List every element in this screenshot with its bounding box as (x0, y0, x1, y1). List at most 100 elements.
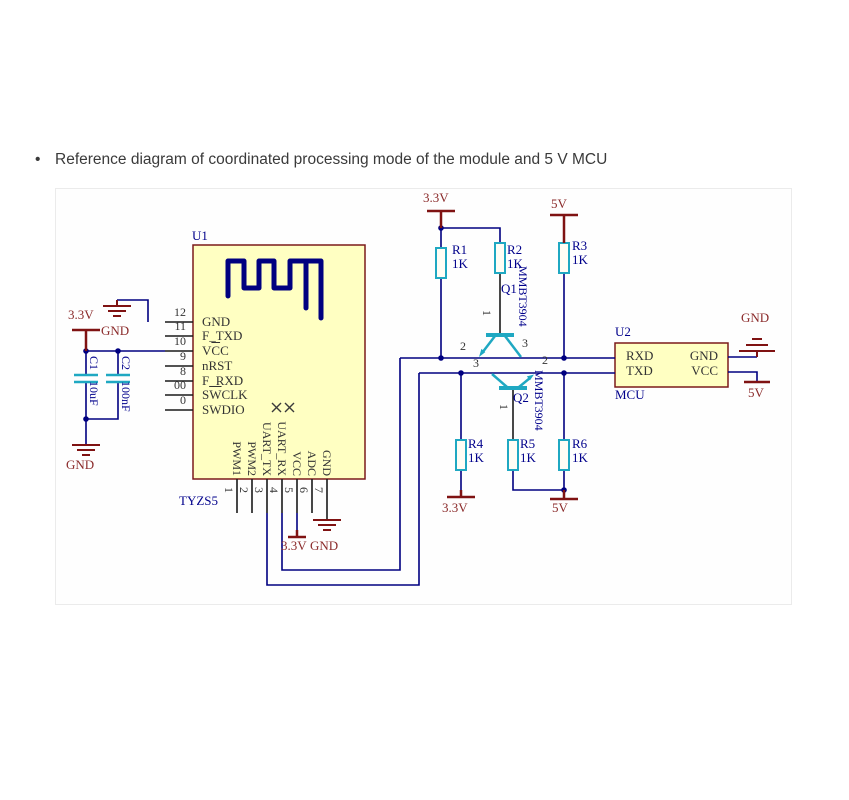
r6-value: 1K (572, 450, 588, 465)
u1-pin-name-swclk: SWCLK (202, 387, 248, 402)
r3-value: 1K (572, 252, 588, 267)
u1-pin-name-uartrx: UART_RX (275, 421, 289, 476)
u1-pin-name-frxd: F_RXD (202, 373, 244, 388)
r4-ref: R4 (468, 436, 484, 451)
q2-ref: Q2 (513, 390, 529, 405)
r5-value: 1K (520, 450, 536, 465)
capacitor-symbols (74, 373, 130, 384)
net-label-3v3-left: 3.3V (68, 307, 94, 322)
r2-ref: R2 (507, 242, 523, 257)
u1-pin-num: 10 (174, 334, 186, 348)
resistor-r3-symbol (558, 242, 570, 274)
wires (85, 227, 758, 586)
u1-part-name: TYZS5 (179, 493, 218, 508)
transistor-q1-symbol (479, 333, 522, 358)
caption-text: Reference diagram of coordinated process… (55, 151, 608, 168)
power-bar-3v3-left (72, 328, 100, 351)
bullet-marker: • (35, 151, 41, 168)
u1-body (192, 244, 366, 480)
r6-ref: R6 (572, 436, 588, 451)
u2-pin-txd: TXD (626, 363, 653, 378)
q2-pin-emitter: 2 (542, 353, 548, 367)
c1-ref: C1 (87, 356, 101, 371)
gnd-symbol-left-top (103, 300, 131, 317)
q2-pin-collector: 3 (473, 356, 479, 370)
u2-part-name: MCU (615, 387, 645, 402)
gnd-symbol-right (739, 338, 775, 357)
transistor-q2-symbol (491, 373, 534, 390)
net-label-gnd-module: GND (310, 538, 339, 553)
u1-pin-num: 9 (180, 349, 186, 363)
u1-pin-num: 0 (180, 393, 186, 407)
u2-pin-rxd: RXD (626, 348, 654, 363)
net-label-gnd-left-bottom: GND (66, 457, 95, 472)
u2-pin-vcc: VCC (691, 363, 718, 378)
u1-pin-num: 12 (174, 305, 186, 319)
resistor-r2-symbol (494, 242, 506, 274)
u2-designator: U2 (615, 324, 631, 339)
schematic-canvas (55, 188, 792, 605)
r5-ref: R5 (520, 436, 536, 451)
net-label-3v3-r4: 3.3V (442, 500, 468, 515)
r1-value: 1K (452, 256, 468, 271)
u1-pin-num: 3 (252, 487, 266, 493)
u2-body (614, 342, 729, 388)
net-label-5v-top: 5V (551, 196, 567, 211)
u1-pin-name-pwm1: PWM1 (230, 441, 244, 476)
resistor-r6-symbol (558, 439, 570, 471)
net-label-5v-right: 5V (748, 385, 764, 400)
net-label-gnd-right: GND (741, 310, 770, 325)
capacitor-c1-symbol (74, 373, 98, 384)
resistor-r5-symbol (507, 439, 519, 471)
r3-ref: R3 (572, 238, 588, 253)
net-label-3v3-top: 3.3V (423, 190, 449, 205)
u1-pin-name-adc: ADC (305, 450, 319, 476)
emitter-arrow-icon (479, 348, 486, 357)
r1-ref: R1 (452, 242, 468, 257)
u2-pin-gnd: GND (689, 348, 718, 363)
r4-value: 1K (468, 450, 484, 465)
capacitor-c2-symbol (106, 373, 130, 384)
u1-pin-num: 7 (312, 487, 326, 493)
u1-pin-num: 00 (174, 378, 186, 392)
u1-pin-num: 6 (297, 487, 311, 493)
u1-pin-num: 5 (282, 487, 296, 493)
r2-value: 1K (507, 256, 523, 271)
resistor-symbols (435, 242, 570, 471)
q2-pin-base: 1 (497, 404, 511, 410)
noerc-x-icon (284, 402, 295, 413)
ground-symbols (72, 300, 775, 531)
noerc-icons (271, 402, 295, 413)
c2-value: 100nF (119, 381, 133, 412)
power-bars (72, 209, 770, 539)
u1-pin-name-vcc: VCC (202, 343, 229, 358)
u1-pin-num: 8 (180, 364, 186, 378)
u1-pin-name-gnd: GND (202, 314, 231, 329)
q1-value: MMBT3904 (516, 266, 530, 327)
u1-pin-name-vcc2: VCC (290, 451, 304, 476)
noerc-x-icon (271, 402, 282, 413)
net-label-5v-r6: 5V (552, 500, 568, 515)
pin-stubs (165, 273, 514, 520)
c1-value: 10uF (87, 381, 101, 406)
q2-value: MMBT3904 (532, 370, 546, 431)
gnd-symbol-module (313, 519, 341, 531)
power-bar-3v3-top (427, 209, 455, 228)
q1-ref: Q1 (501, 281, 517, 296)
u1-pin-name-gnd2: GND (320, 450, 334, 476)
resistor-r4-symbol (455, 439, 467, 471)
u1-pin-name-pwm2: PWM2 (245, 441, 259, 476)
u1-pin-num: 1 (222, 487, 236, 493)
u1-designator: U1 (192, 228, 208, 243)
u1-pin-num: 2 (237, 487, 251, 493)
u1-pin-num: 11 (174, 319, 186, 333)
q1-pin-collector: 3 (522, 336, 528, 350)
q1-pin-base: 1 (480, 310, 494, 316)
power-bar-3v3-r4 (447, 490, 475, 499)
power-bar-5v-top (550, 213, 578, 243)
resistor-r1-symbol (435, 247, 447, 279)
u1-pin-num: 4 (267, 487, 281, 493)
emitter-arrow-icon (526, 374, 534, 381)
